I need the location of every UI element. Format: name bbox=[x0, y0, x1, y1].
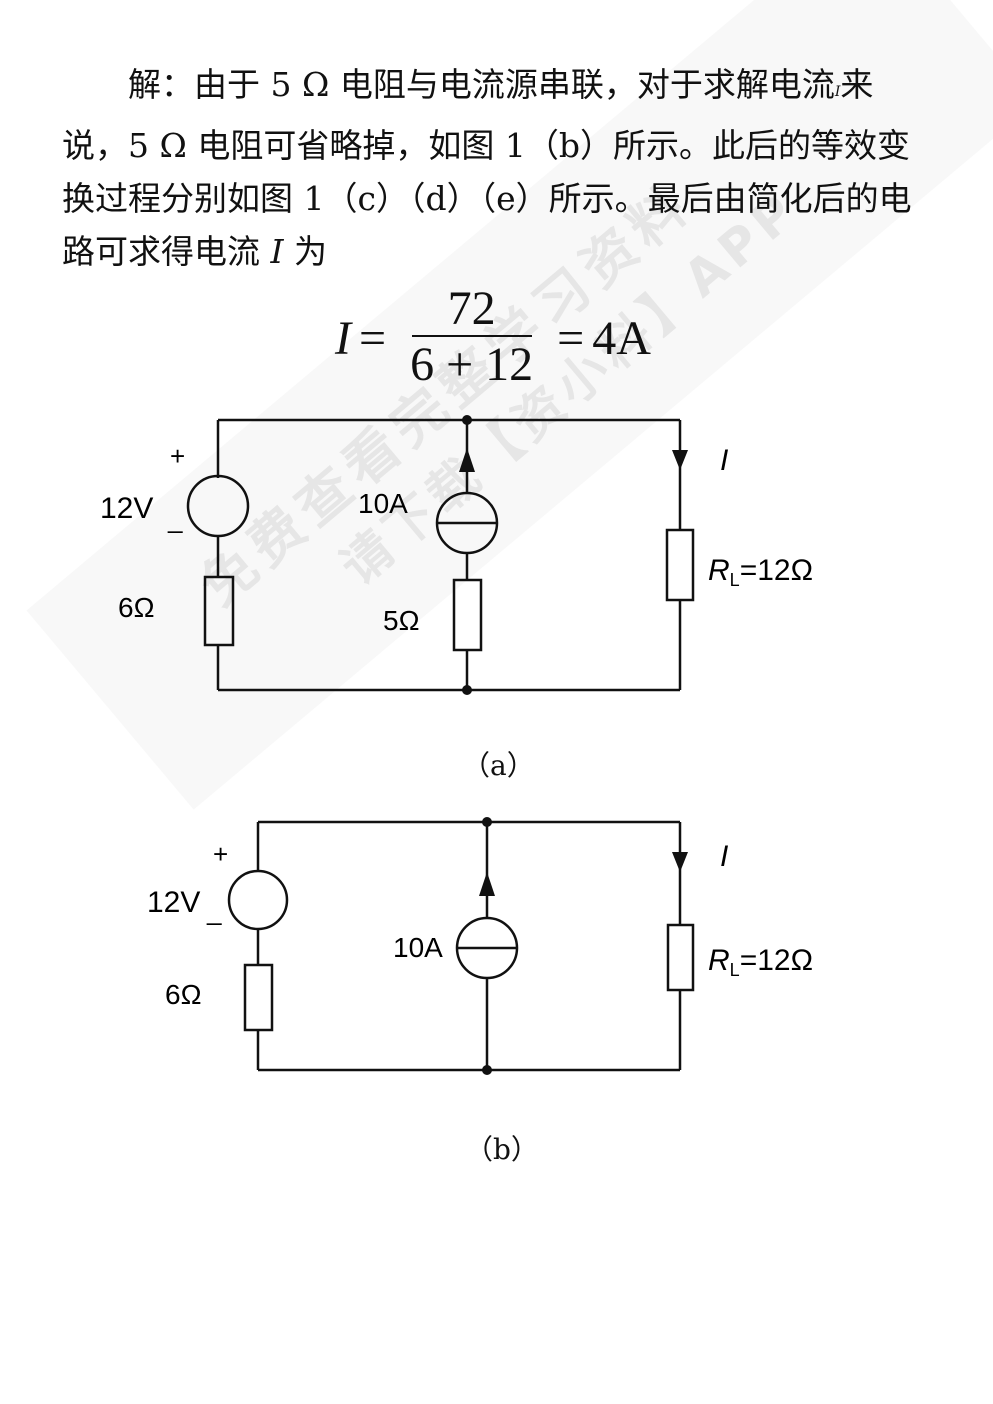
formula-equals-1: = bbox=[358, 311, 387, 365]
load-value-a: =12Ω bbox=[740, 554, 813, 587]
paragraph-italic-i: I bbox=[270, 232, 284, 271]
paragraph-part-1: 解：由于 5 Ω 电阻与电流源串联，对于求解电流 bbox=[128, 65, 835, 104]
voltage-source-b bbox=[227, 869, 289, 931]
paragraph-part-2: 来说，5 Ω 电阻可省略掉，如图 1（b）所示。此后的等效变换过程分别如图 1（… bbox=[62, 65, 912, 271]
resistor-6-ohm-label-b: 6Ω bbox=[165, 979, 202, 1010]
node-bottom-b bbox=[482, 1065, 492, 1075]
resistor-6-ohm-b bbox=[243, 963, 274, 1032]
node-bottom-a bbox=[462, 685, 472, 695]
load-r-a: R bbox=[708, 554, 730, 587]
resistor-6-ohm-a bbox=[203, 575, 235, 647]
load-subscript-b: L bbox=[730, 960, 740, 980]
current-i-arrow-b bbox=[672, 852, 688, 872]
minus-label-a: _ bbox=[167, 504, 183, 534]
fraction-bar bbox=[411, 335, 532, 337]
load-r-b: R bbox=[708, 944, 730, 977]
voltage-source-a bbox=[186, 474, 250, 538]
formula-numerator: 72 bbox=[447, 282, 496, 335]
load-value-b: =12Ω bbox=[740, 944, 813, 977]
load-subscript-a: L bbox=[730, 570, 740, 590]
current-i-arrow-a bbox=[672, 450, 688, 470]
current-formula: I = 72 6 + 12 = 4A bbox=[335, 282, 651, 394]
solution-paragraph: 解：由于 5 Ω 电阻与电流源串联，对于求解电流I来说，5 Ω 电阻可省略掉，如… bbox=[62, 58, 937, 278]
resistor-6-ohm-label-a: 6Ω bbox=[118, 592, 155, 623]
resistor-5-ohm-label-a: 5Ω bbox=[383, 605, 420, 636]
caption-a: （a） bbox=[462, 749, 535, 782]
current-source-label-a: 10A bbox=[358, 488, 408, 519]
current-source-arrow-a bbox=[459, 448, 475, 472]
load-label-a: RL=12Ω bbox=[708, 554, 813, 590]
formula-fraction: 72 6 + 12 bbox=[404, 283, 539, 393]
load-resistor-a bbox=[665, 528, 695, 602]
node-top-b bbox=[482, 817, 492, 827]
formula-denominator: 6 + 12 bbox=[410, 338, 534, 391]
paragraph-small-i: I bbox=[834, 84, 841, 100]
circuit-a-diagram: + 12V _ 6Ω 10A 5Ω I RL=12Ω bbox=[100, 415, 813, 695]
formula-result: 4A bbox=[592, 311, 651, 365]
plus-label-b: + bbox=[213, 839, 228, 869]
circuit-b-diagram: + 12V _ 6Ω 10A I RL=12Ω bbox=[147, 817, 813, 1075]
caption-b: （b） bbox=[465, 1133, 539, 1166]
load-label-b: RL=12Ω bbox=[708, 944, 813, 980]
minus-label-b: _ bbox=[206, 896, 222, 926]
resistor-5-ohm-a bbox=[452, 578, 483, 652]
current-i-label-b: I bbox=[720, 840, 728, 873]
node-top-a bbox=[462, 415, 472, 425]
current-i-label-a: I bbox=[720, 444, 728, 477]
plus-label-a: + bbox=[170, 441, 185, 471]
load-resistor-b bbox=[666, 923, 695, 992]
paragraph-part-3: 为 bbox=[283, 232, 328, 271]
voltage-label-a: 12V bbox=[100, 492, 153, 525]
voltage-label-b: 12V bbox=[147, 886, 200, 919]
current-source-label-b: 10A bbox=[393, 932, 443, 963]
current-source-arrow-b bbox=[479, 872, 495, 896]
formula-equals-2: = bbox=[557, 311, 585, 365]
formula-lhs: I bbox=[335, 311, 351, 365]
